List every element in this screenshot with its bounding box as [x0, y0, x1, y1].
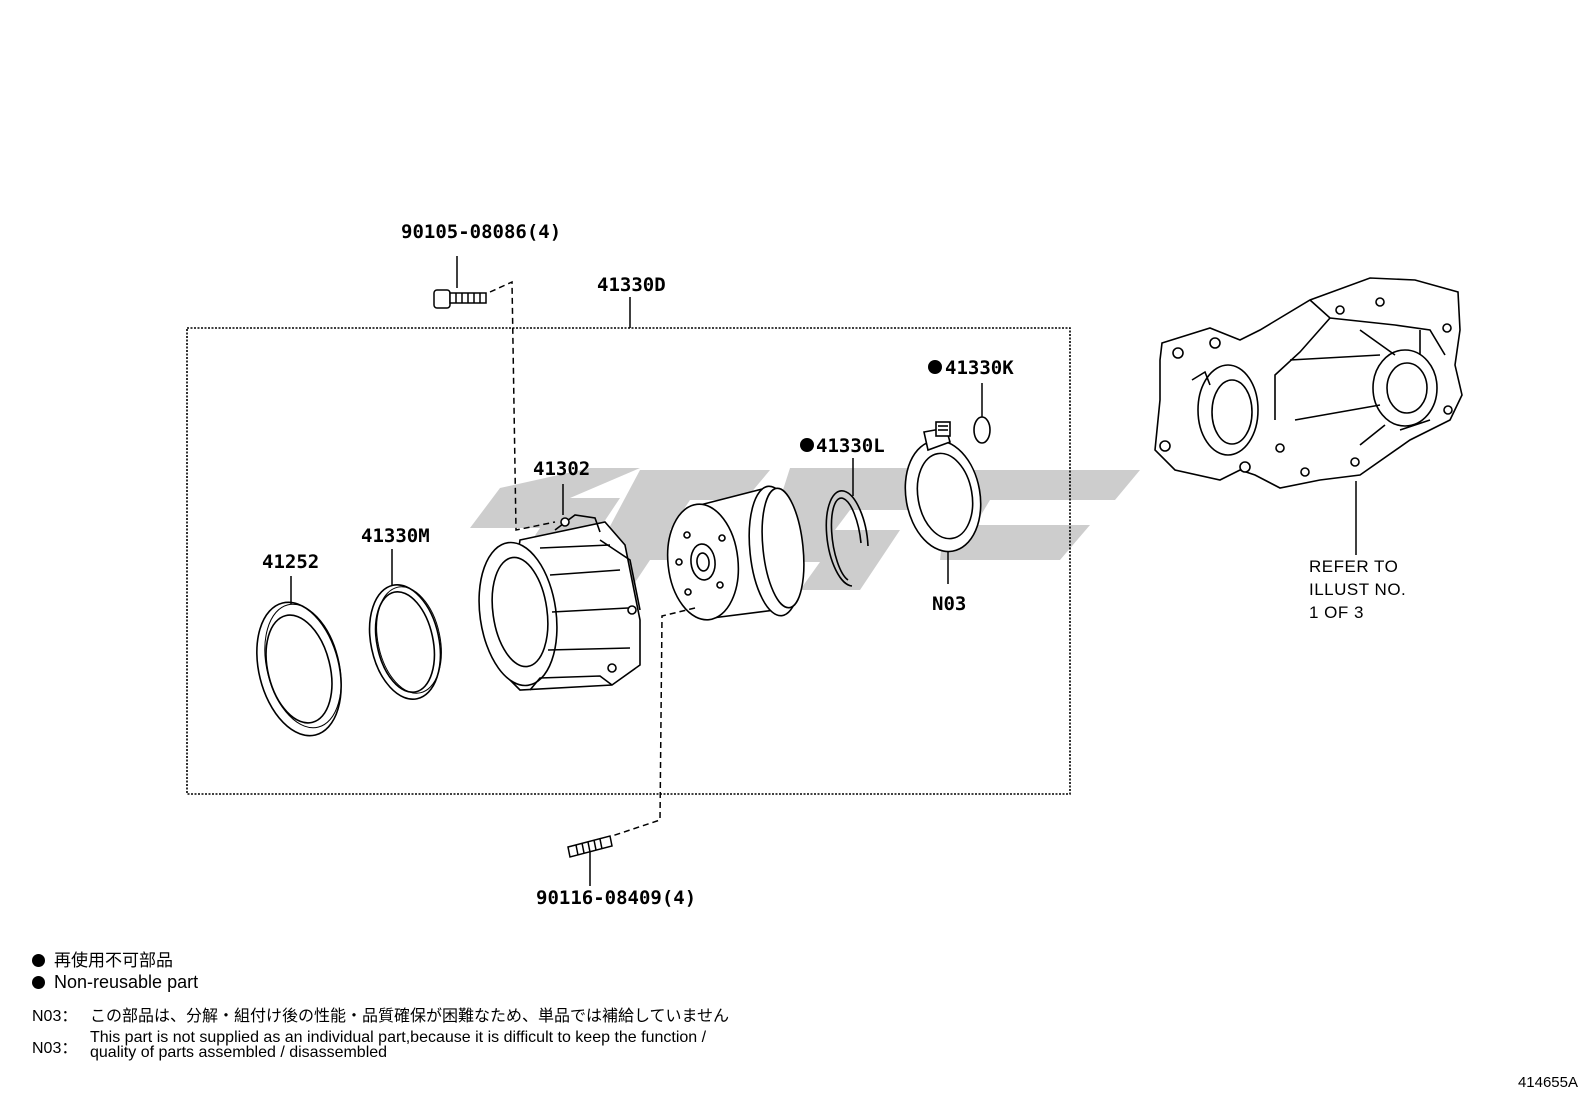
stud-dashed-path [611, 607, 696, 837]
label-41252: 41252 [262, 551, 319, 573]
label-41330k: 41330K [945, 357, 1014, 379]
label-41330d: 41330D [597, 274, 666, 296]
drum-icon [666, 485, 805, 621]
seal-41252-icon [256, 601, 342, 737]
refer-line-1: REFER TO [1309, 557, 1398, 576]
differential-carrier-icon [1154, 277, 1463, 489]
ring-41330m-icon [368, 584, 442, 700]
label-41330l: 41330L [816, 435, 885, 457]
nonreusable-dot-41330l [800, 438, 814, 452]
snapring-41330l-icon [825, 490, 869, 587]
seal-n03-icon [904, 421, 982, 553]
nonreusable-dot-41330k [928, 360, 942, 374]
note-n03-ja-key: N03： [32, 1008, 78, 1025]
note-n03-ja-text: この部品は、分解・組付け後の性能・品質確保が困難なため、単品では補給していません [90, 1008, 730, 1025]
note-n03-ja: N03： この部品は、分解・組付け後の性能・品質確保が困難なため、単品では補給して… [32, 1002, 729, 1026]
note-n03-en-key: N03： [32, 1040, 78, 1057]
label-41330m: 41330M [361, 525, 430, 547]
refer-line-2: ILLUST NO. [1309, 580, 1406, 599]
oring-41330k-icon [973, 416, 991, 444]
label-41302: 41302 [533, 458, 590, 480]
assembly-box [186, 327, 1071, 795]
note-n03-en: N03： This part is not supplied as an indi… [32, 1029, 707, 1061]
label-90116-08409: 90116-08409(4) [536, 887, 696, 909]
legend-nonreusable-en: Non-reusable part [32, 972, 198, 993]
legend-nonreusable-ja-text: 再使用不可部品 [54, 951, 173, 970]
note-n03-en-line-1: This part is not supplied as an individu… [90, 1029, 707, 1046]
illustration-code: 414655A [1517, 1074, 1578, 1091]
bolt-dashed-path [489, 280, 556, 531]
refer-line-3: 1 OF 3 [1309, 603, 1364, 622]
label-n03: N03 [932, 593, 966, 615]
note-n03-en-lines: This part is not supplied as an individu… [90, 1029, 707, 1061]
legend-nonreusable-en-text: Non-reusable part [54, 972, 199, 992]
note-n03-en-line-2: quality of parts assembled / disassemble… [90, 1044, 388, 1061]
legend-dot-icon [32, 954, 45, 967]
legend-nonreusable-ja: 再使用不可部品 [32, 946, 173, 971]
housing-41302-icon [478, 514, 641, 691]
stud-90116-icon [567, 835, 613, 886]
legend-dot-icon [32, 976, 45, 989]
watermark-logo [470, 468, 1140, 620]
bolt-90105-icon [433, 256, 487, 309]
label-90105-08086: 90105-08086(4) [401, 221, 561, 243]
